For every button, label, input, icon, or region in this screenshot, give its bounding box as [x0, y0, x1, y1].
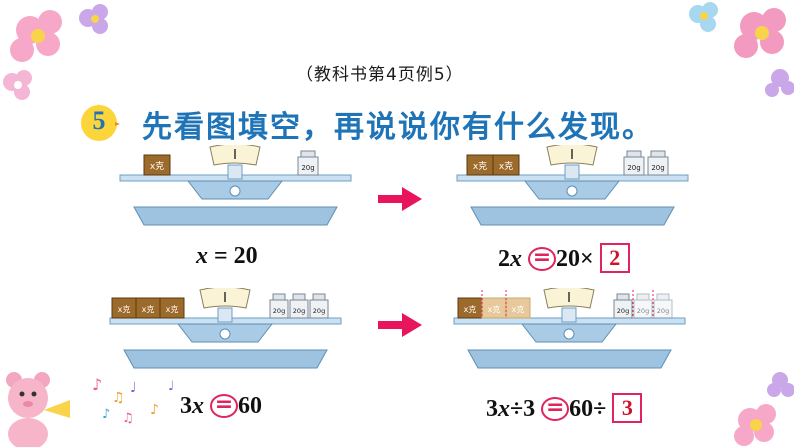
weight-20g-faded: 20g [653, 293, 673, 319]
answer-box: 2 [599, 243, 630, 273]
balance-scale-2: x克 x克 20g 20g [456, 145, 689, 226]
svg-text:x克: x克 [473, 161, 487, 172]
answer-box: 3 [612, 393, 643, 423]
right-arrow-icon [378, 313, 422, 337]
svg-text:20g: 20g [617, 307, 629, 315]
equation-1: x = 20 [196, 243, 258, 270]
balance-scale-1: x克 20g [119, 145, 352, 226]
flower-decoration-bottom-right [734, 372, 794, 446]
svg-text:♫: ♫ [112, 390, 125, 406]
svg-text:x克: x克 [488, 305, 501, 314]
equation-variable: x [510, 246, 522, 272]
x-gram-block: x克 [135, 297, 161, 319]
equation-variable: x [192, 393, 204, 419]
weight-20g: 20g [269, 293, 289, 319]
svg-text:x克: x克 [512, 305, 525, 314]
equals-circle: = [541, 397, 570, 421]
svg-text:20g: 20g [273, 307, 285, 315]
svg-text:20g: 20g [637, 307, 649, 315]
textbook-page-reference: （教科书第4页例5） [296, 65, 464, 85]
x-gram-block: x克 [457, 297, 483, 319]
svg-text:x克: x克 [118, 305, 131, 314]
svg-text:x克: x克 [142, 305, 155, 314]
x-gram-block: x克 [143, 154, 171, 176]
equation-coefficient: 3 [486, 396, 498, 422]
weight-label: 20g [301, 164, 314, 172]
x-gram-block: x克 [492, 154, 520, 176]
equals-circle: = [210, 394, 238, 418]
balance-scale-4: x克 x克 x克 20g 20g 20g [453, 288, 686, 369]
balance-scale-3: x克 x克 x克 20g 20g 20g [109, 288, 342, 369]
equation-4: 3x÷3 =60÷ 3 [486, 393, 643, 423]
equation-rest: 60 [238, 393, 262, 419]
equals-circle: = [528, 247, 556, 271]
svg-text:♩: ♩ [168, 379, 174, 394]
equation-divisor: ÷3 [510, 396, 536, 422]
svg-text:♪: ♪ [92, 375, 102, 394]
svg-text:20g: 20g [657, 307, 669, 315]
svg-text:♪: ♪ [150, 402, 159, 418]
svg-text:♪: ♪ [102, 407, 110, 422]
svg-text:20g: 20g [293, 307, 305, 315]
svg-text:♫: ♫ [122, 411, 134, 426]
weight-20g: 20g [623, 150, 645, 176]
x-gram-block: x克 [466, 154, 494, 176]
chick-badge-icon [81, 104, 120, 141]
instruction-text: 先看图填空，再说说你有什么发现。 [142, 110, 654, 145]
example-number-badge: 5 [78, 100, 120, 142]
svg-text:20g: 20g [627, 164, 640, 172]
x-gram-block: x克 [111, 297, 137, 319]
weight-20g-faded: 20g [633, 293, 653, 319]
svg-text:20g: 20g [313, 307, 325, 315]
equation-rest: 60÷ [569, 396, 607, 422]
svg-text:x克: x克 [166, 305, 179, 314]
equation-variable: x [498, 396, 510, 422]
equation-variable: x [196, 243, 208, 269]
svg-text:x克: x克 [499, 161, 513, 172]
x-gram-block-faded: x克 [481, 297, 507, 319]
flower-decoration-top-left [3, 4, 108, 100]
x-gram-block-faded: x克 [505, 297, 531, 319]
weight-20g: 20g [613, 293, 633, 319]
weight-20g: 20g [647, 150, 669, 176]
svg-text:x克: x克 [464, 305, 477, 314]
equation-coefficient: 2 [498, 246, 510, 272]
x-gram-block: x克 [159, 297, 185, 319]
block-label: x克 [150, 161, 164, 172]
svg-text:♩: ♩ [130, 380, 137, 396]
equation-rest: 20× [556, 246, 594, 272]
flower-decoration-top-right [689, 2, 794, 97]
bear-horn-illustration: ♪ ♫ ♩ ♪ ♫ ♪ ♩ [6, 372, 174, 447]
svg-text:20g: 20g [651, 164, 664, 172]
example-number: 5 [92, 106, 106, 135]
equation-3: 3x =60 [180, 393, 262, 420]
equation-coefficient: 3 [180, 393, 192, 419]
weight-20g: 20g [289, 293, 309, 319]
weight-20g: 20g [297, 150, 319, 176]
equation-2: 2x =20× 2 [498, 243, 630, 273]
right-arrow-icon [378, 187, 422, 211]
weight-20g: 20g [309, 293, 329, 319]
equation-rest: = 20 [208, 243, 258, 269]
